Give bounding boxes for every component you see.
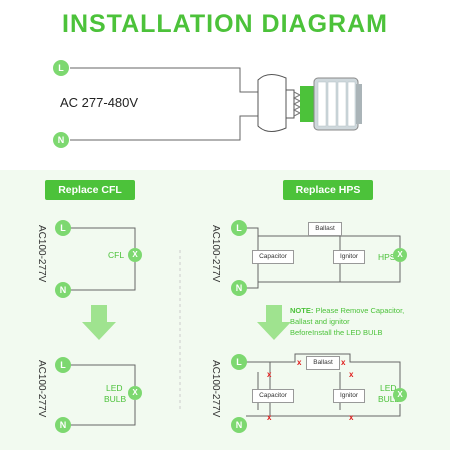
hps-upper-line-terminal: L: [231, 220, 247, 236]
note-line-2: Ballast and ignitor: [290, 317, 350, 326]
hps-capacitor-box: Capacitor: [252, 250, 294, 264]
top-voltage-label: AC 277-480V: [60, 95, 139, 110]
bottom-section: [0, 170, 450, 450]
hps-lamp-icon: X: [393, 248, 407, 262]
cfl-upper-voltage: AC100-277V: [36, 225, 47, 283]
hps-ballast-box: Ballast: [308, 222, 342, 236]
down-arrow-right-icon: [257, 305, 291, 340]
cut-mark: x: [349, 370, 354, 379]
cfl-led-label-1: LED: [106, 383, 123, 393]
top-neutral-terminal: N: [53, 132, 69, 148]
hps-lower-neutral-terminal: N: [231, 417, 247, 433]
page-title: INSTALLATION DIAGRAM: [62, 10, 388, 38]
top-wires: [70, 67, 262, 141]
cut-mark: x: [267, 370, 272, 379]
cfl-lower-neutral-terminal: N: [55, 417, 71, 433]
note-line-1: Please Remove Capacitor,: [315, 306, 405, 315]
note-heading: NOTE:: [290, 306, 314, 315]
cfl-upper-neutral-terminal: N: [55, 282, 71, 298]
hps-led-label-2: BULB: [378, 394, 401, 404]
hps-led-icon: X: [393, 388, 407, 402]
cfl-upper-line-terminal: L: [55, 220, 71, 236]
cut-mark: x: [297, 358, 302, 367]
cut-mark: x: [267, 413, 272, 422]
bulb-socket: [257, 74, 302, 132]
hps-ignitor-box: Ignitor: [333, 250, 365, 264]
replace-cfl-tag: Replace CFL: [45, 180, 135, 200]
hps-note: NOTE: Please Remove Capacitor, Ballast a…: [290, 305, 450, 338]
cfl-upper-wires: [70, 227, 136, 291]
cfl-lower-voltage: AC100-277V: [36, 360, 47, 418]
top-section: [0, 0, 450, 170]
replace-hps-tag: Replace HPS: [283, 180, 373, 200]
hps-lower-ballast-box: Ballast: [306, 356, 340, 370]
top-line-terminal: L: [53, 60, 69, 76]
cfl-lamp-label: CFL: [108, 250, 125, 260]
hps-upper-neutral-terminal: N: [231, 280, 247, 296]
cfl-lower-wires: [70, 364, 136, 426]
cut-mark: x: [341, 358, 346, 367]
hps-lower-voltage: AC100-277V: [210, 360, 221, 418]
cfl-lamp-icon: X: [128, 248, 142, 262]
hps-lamp-label: HPS: [378, 252, 396, 262]
down-arrow-left-icon: [82, 305, 116, 340]
hps-led-label-1: LED: [380, 383, 397, 393]
hps-upper-voltage: AC100-277V: [210, 225, 221, 283]
hps-lower-ignitor-box: Ignitor: [333, 389, 365, 403]
note-line-3: BeforeInstall the LED BULB: [290, 328, 383, 337]
cfl-led-label-2: BULB: [104, 394, 127, 404]
cfl-led-icon: X: [128, 386, 142, 400]
hps-lower-capacitor-box: Capacitor: [252, 389, 294, 403]
hps-lower-line-terminal: L: [231, 354, 247, 370]
corn-bulb: [300, 77, 362, 131]
cfl-lower-line-terminal: L: [55, 357, 71, 373]
cut-mark: x: [349, 413, 354, 422]
